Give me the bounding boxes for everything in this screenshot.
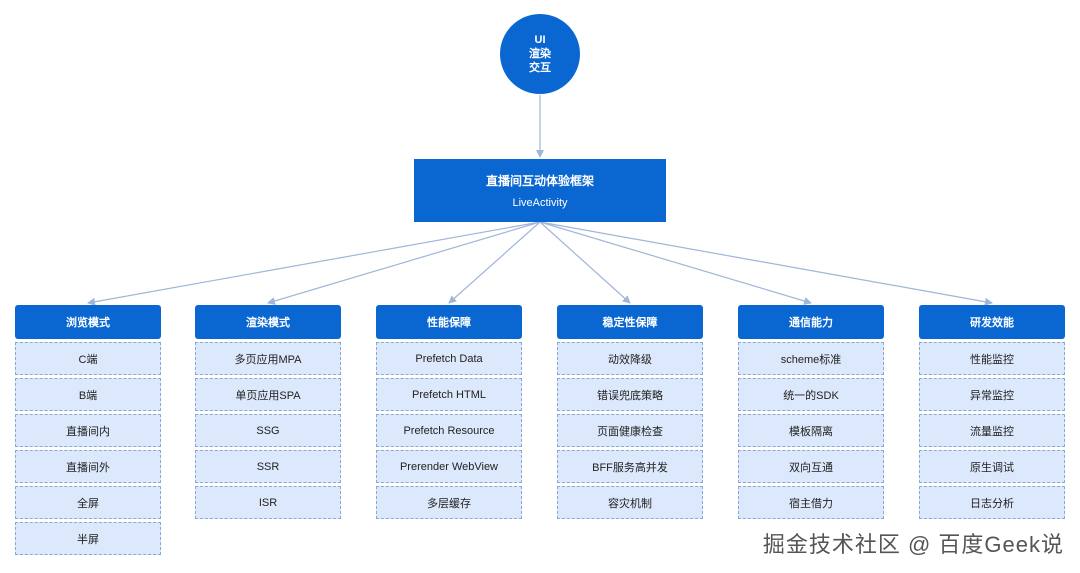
- root-line-3: 交互: [529, 62, 551, 74]
- category-item: 错误兜底策略: [557, 378, 703, 411]
- category-item: Prefetch HTML: [376, 378, 522, 411]
- category-item: 性能监控: [919, 342, 1065, 375]
- root-line-1: UI: [534, 34, 546, 46]
- category-header: 通信能力: [738, 305, 884, 339]
- category-item: 日志分析: [919, 486, 1065, 519]
- category-stability: 稳定性保障 动效降级 错误兜底策略 页面健康检查 BFF服务高并发 容灾机制: [557, 305, 703, 522]
- connector-framework-cat-2: [267, 221, 541, 305]
- category-item: ISR: [195, 486, 341, 519]
- category-item: SSG: [195, 414, 341, 447]
- category-item: 双向互通: [738, 450, 884, 483]
- category-items: 性能监控 异常监控 流量监控 原生调试 日志分析: [919, 342, 1065, 519]
- category-dev-efficiency: 研发效能 性能监控 异常监控 流量监控 原生调试 日志分析: [919, 305, 1065, 522]
- category-item: SSR: [195, 450, 341, 483]
- category-header: 稳定性保障: [557, 305, 703, 339]
- connector-framework-cat-1: [87, 221, 541, 306]
- category-item: 半屏: [15, 522, 161, 555]
- category-item: Prefetch Resource: [376, 414, 522, 447]
- connector-framework-cat-3: [448, 221, 541, 304]
- category-item: 异常监控: [919, 378, 1065, 411]
- category-items: 动效降级 错误兜底策略 页面健康检查 BFF服务高并发 容灾机制: [557, 342, 703, 519]
- root-node: UI 渲染 交互: [500, 14, 580, 94]
- category-item: C端: [15, 342, 161, 375]
- category-items: Prefetch Data Prefetch HTML Prefetch Res…: [376, 342, 522, 519]
- category-header: 性能保障: [376, 305, 522, 339]
- category-browse-mode: 浏览模式 C端 B端 直播间内 直播间外 全屏 半屏: [15, 305, 161, 558]
- category-items: C端 B端 直播间内 直播间外 全屏 半屏: [15, 342, 161, 555]
- category-item: 动效降级: [557, 342, 703, 375]
- category-item: 宿主借力: [738, 486, 884, 519]
- category-item: 流量监控: [919, 414, 1065, 447]
- category-item: 页面健康检查: [557, 414, 703, 447]
- category-item: Prefetch Data: [376, 342, 522, 375]
- category-item: 直播间外: [15, 450, 161, 483]
- category-item: 全屏: [15, 486, 161, 519]
- category-item: B端: [15, 378, 161, 411]
- connector-framework-cat-6: [539, 221, 993, 306]
- category-header: 研发效能: [919, 305, 1065, 339]
- category-item: 容灾机制: [557, 486, 703, 519]
- category-performance: 性能保障 Prefetch Data Prefetch HTML Prefetc…: [376, 305, 522, 522]
- category-render-mode: 渲染模式 多页应用MPA 单页应用SPA SSG SSR ISR: [195, 305, 341, 522]
- category-communication: 通信能力 scheme标准 统一的SDK 模板隔离 双向互通 宿主借力: [738, 305, 884, 522]
- category-item: 统一的SDK: [738, 378, 884, 411]
- connector-framework-cat-4: [539, 221, 631, 304]
- framework-title: 直播间互动体验框架: [485, 174, 594, 188]
- category-items: scheme标准 统一的SDK 模板隔离 双向互通 宿主借力: [738, 342, 884, 519]
- category-header: 渲染模式: [195, 305, 341, 339]
- category-item: 多页应用MPA: [195, 342, 341, 375]
- category-item: 原生调试: [919, 450, 1065, 483]
- framework-node: 直播间互动体验框架 LiveActivity: [414, 159, 666, 222]
- connector-framework-cat-5: [539, 221, 812, 305]
- category-item: 模板隔离: [738, 414, 884, 447]
- root-line-2: 渲染: [529, 48, 551, 60]
- category-item: 单页应用SPA: [195, 378, 341, 411]
- category-items: 多页应用MPA 单页应用SPA SSG SSR ISR: [195, 342, 341, 519]
- watermark: 掘金技术社区 @ 百度Geek说: [762, 532, 1064, 557]
- category-item: Prerender WebView: [376, 450, 522, 483]
- category-item: 多层缓存: [376, 486, 522, 519]
- category-header: 浏览模式: [15, 305, 161, 339]
- framework-subtitle: LiveActivity: [512, 197, 568, 209]
- category-item: scheme标准: [738, 342, 884, 375]
- category-item: 直播间内: [15, 414, 161, 447]
- category-item: BFF服务高并发: [557, 450, 703, 483]
